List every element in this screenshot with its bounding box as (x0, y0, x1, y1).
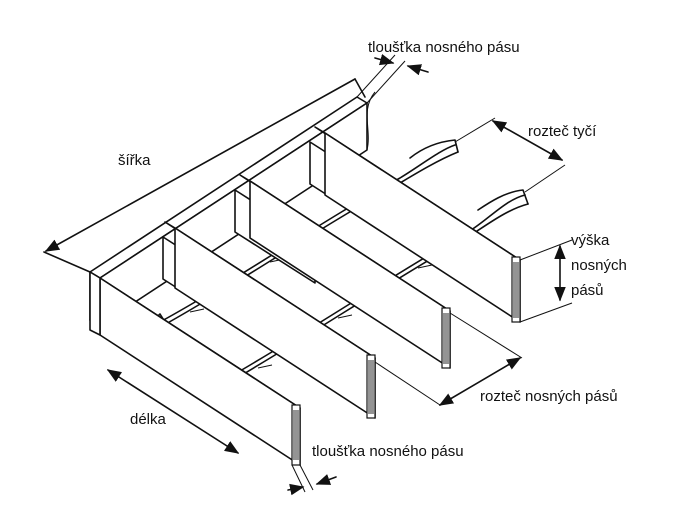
dimension-roztec-pasu: rozteč nosných pásů (374, 312, 618, 406)
label-tloustka-top: tloušťka nosného pásu (368, 39, 520, 56)
bearing-bars (89, 126, 521, 466)
dimension-tloustka-top: tloušťka nosného pásu (356, 39, 520, 151)
label-vyska-3: pásů (571, 282, 604, 299)
label-roztec-pasu: rozteč nosných pásů (480, 388, 618, 405)
dimension-delka: délka (106, 369, 240, 454)
label-vyska-1: výška (571, 232, 610, 249)
label-vyska-2: nosných (571, 257, 627, 274)
cut-end-hatch (291, 256, 521, 466)
dimension-tloustka-bottom: tloušťka nosného pásu (287, 443, 464, 496)
dimension-sirka: šířka (43, 78, 366, 273)
label-sirka: šířka (118, 152, 151, 169)
label-tloustka-bottom: tloušťka nosného pásu (312, 443, 464, 460)
dimension-vyska: výška nosných pásů (519, 232, 627, 323)
dimension-roztec-tyci: rozteč tyčí (454, 117, 597, 193)
label-roztec-tyci: rozteč tyčí (528, 123, 597, 140)
label-delka: délka (130, 411, 167, 428)
